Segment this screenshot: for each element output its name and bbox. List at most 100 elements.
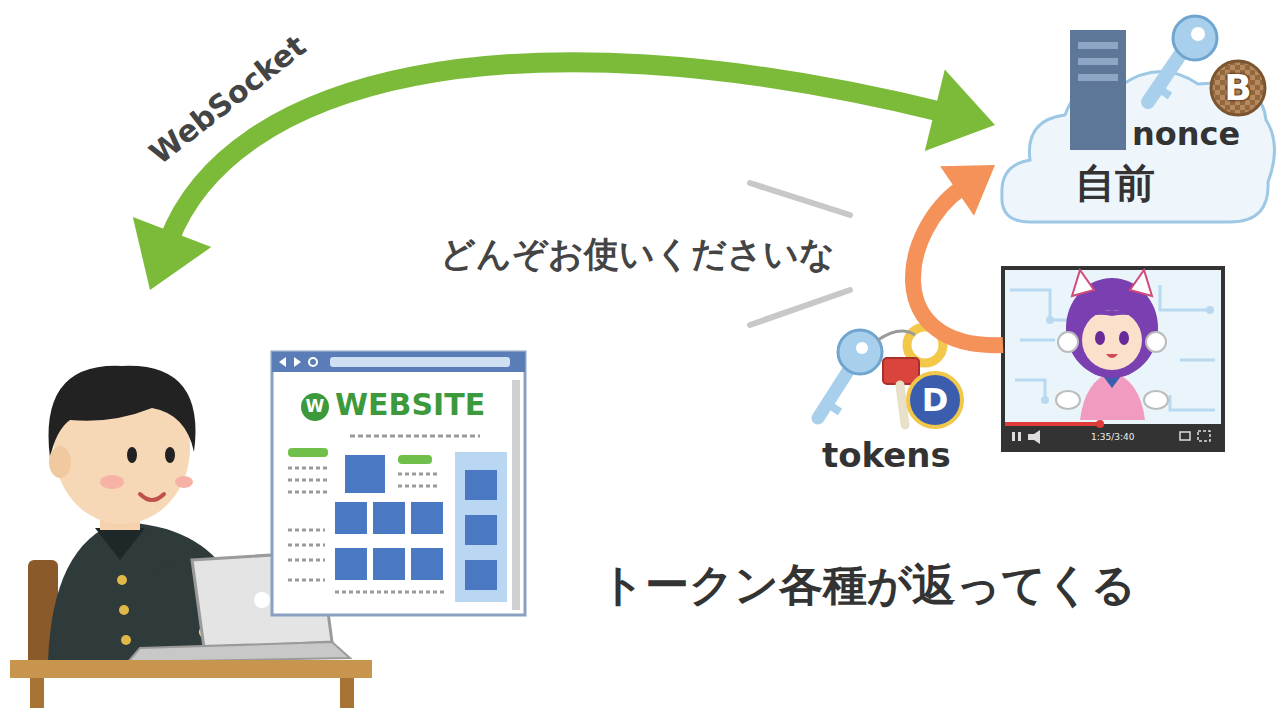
person-figure-part xyxy=(119,605,129,615)
connector-arrow xyxy=(133,62,995,290)
person-figure-part xyxy=(127,447,137,463)
website-window-part xyxy=(279,357,286,367)
person-figure-part xyxy=(30,678,44,708)
website-window-part xyxy=(288,448,328,457)
person-figure-part xyxy=(117,575,127,585)
video-player-part xyxy=(1056,391,1080,409)
website-window-part xyxy=(335,591,445,594)
website-window-part xyxy=(335,548,367,580)
website-window-part xyxy=(455,452,507,602)
video-node: 1:35/3:40 xyxy=(1003,268,1223,450)
person-figure-part xyxy=(49,366,196,458)
website-window-part xyxy=(288,559,325,562)
website-window-part xyxy=(288,544,325,547)
video-player-part xyxy=(1082,310,1142,320)
token-keys-part xyxy=(883,358,919,384)
video-player-part xyxy=(1058,332,1078,352)
arrow-head xyxy=(925,69,995,151)
video-player-part xyxy=(1041,396,1049,404)
video-time: 1:35/3:40 xyxy=(1091,432,1134,442)
website-window-part xyxy=(272,352,525,615)
badge-letter: B xyxy=(1224,67,1251,108)
website-window-part xyxy=(288,529,325,532)
website-window-part xyxy=(398,455,432,464)
website-window xyxy=(272,352,525,615)
cloud-server-part xyxy=(1173,16,1217,60)
website-title: WEBSITE xyxy=(335,388,485,423)
connector-line xyxy=(169,62,944,241)
token-keys-part xyxy=(856,342,868,354)
website-window-part xyxy=(350,435,480,438)
person-figure-part xyxy=(95,528,145,560)
cloud-server-part xyxy=(1070,30,1126,150)
token-keys-part xyxy=(818,368,850,418)
video-player-part xyxy=(1082,310,1142,370)
website-window-part xyxy=(398,473,440,476)
website-window-part xyxy=(465,470,497,500)
person-figure-part xyxy=(254,592,270,608)
token-keys-part xyxy=(900,385,905,425)
website-window-part xyxy=(345,455,385,493)
video-player-part xyxy=(1144,391,1168,409)
website-window-part xyxy=(272,352,525,372)
website-window-part xyxy=(335,502,367,534)
person-figure-part xyxy=(121,635,131,645)
video-player-part xyxy=(1095,331,1105,345)
person-figure-part xyxy=(165,447,175,463)
website-window-part xyxy=(288,491,330,494)
video-player-part xyxy=(1005,422,1100,426)
speech-lines-part xyxy=(750,290,850,325)
cloud-server-part xyxy=(1148,55,1180,102)
arrow-head xyxy=(940,165,995,216)
token-keys-part xyxy=(828,404,840,412)
arrow-head xyxy=(133,217,211,290)
cloud-server-part xyxy=(1158,88,1170,96)
website-window-part xyxy=(465,560,497,590)
video-player-part xyxy=(1018,432,1021,441)
website-window-part xyxy=(288,467,330,470)
video-player-part xyxy=(1119,331,1129,345)
speech-text: どんぞお使いくださいな xyxy=(440,234,835,274)
website-window-part xyxy=(373,502,405,534)
person-figure-part xyxy=(10,660,372,678)
person-figure-part xyxy=(340,678,354,708)
website-window-part xyxy=(309,358,317,366)
person-figure-part xyxy=(175,476,193,488)
website-window-part xyxy=(512,380,520,610)
website-window-part xyxy=(288,579,325,582)
website-window-part xyxy=(373,548,405,580)
server-name: 自前 xyxy=(1075,160,1155,206)
website-window-part xyxy=(330,357,510,367)
person-figure-part xyxy=(128,642,350,662)
video-player-part xyxy=(1046,316,1054,324)
video-player-part xyxy=(1146,332,1166,352)
website-window-part xyxy=(301,393,329,421)
cloud-server-part xyxy=(1078,74,1118,81)
video-player-part xyxy=(1206,306,1214,314)
video-player-part xyxy=(1106,354,1118,358)
badge-letter: D xyxy=(922,382,949,419)
person-figure-part xyxy=(100,475,124,489)
speech-lines-part xyxy=(750,183,850,215)
website-window-part xyxy=(288,479,330,482)
website-window-part xyxy=(398,485,440,488)
caption-text: トークン各種が返ってくる xyxy=(600,560,1136,611)
cloud-server-part xyxy=(1078,42,1118,49)
website-window-part xyxy=(411,548,443,580)
nonce-label: nonce xyxy=(1132,116,1240,153)
video-player-part xyxy=(1003,268,1223,450)
video-player-part xyxy=(1180,432,1190,440)
token-keys-part xyxy=(908,373,962,427)
token-keys xyxy=(818,327,962,427)
video-player-part xyxy=(1096,420,1104,428)
video-player-part xyxy=(1072,270,1094,296)
token-keys-part xyxy=(838,330,882,374)
cloud-server-part xyxy=(1078,58,1118,65)
connector-arrow xyxy=(913,165,1003,345)
token-keys-part xyxy=(878,331,915,340)
tokens-label: tokens xyxy=(822,436,951,475)
website-window-part xyxy=(294,357,301,367)
website-window-part xyxy=(465,515,497,545)
cloud-server-part xyxy=(1191,27,1205,41)
website-window-part xyxy=(411,502,443,534)
